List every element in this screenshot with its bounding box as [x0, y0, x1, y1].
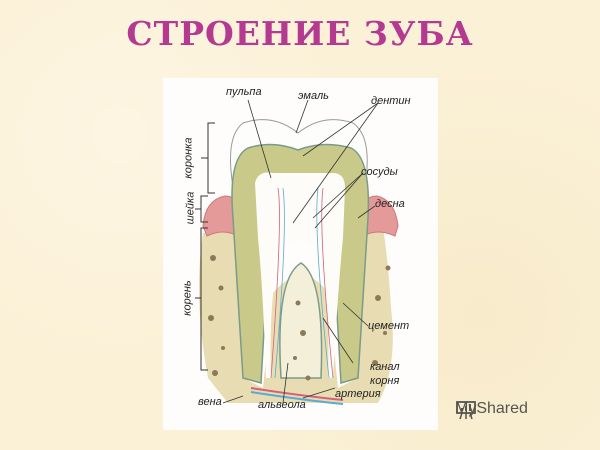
label-vein: вена [198, 396, 222, 408]
label-cement: цемент [368, 320, 410, 332]
label-pulp: пульпа [226, 86, 262, 98]
section-crown: коронка [182, 137, 195, 179]
label-vessels: сосуды [361, 166, 398, 178]
page-title: СТРОЕНИЕ ЗУБА [126, 14, 474, 53]
label-root-canal-2: корня [370, 375, 400, 387]
section-root: корень [181, 280, 194, 316]
label-alveolus: альвеола [258, 399, 306, 411]
presentation-board-icon [456, 401, 476, 420]
section-neck: шейка [184, 191, 197, 225]
tooth-illustration [195, 99, 399, 405]
label-gum: десна [375, 198, 405, 210]
tooth-diagram: пульпа эмаль дентин сосуды десна цемент … [163, 78, 438, 430]
label-dentin: дентин [371, 95, 411, 107]
watermark-logo: MyShared [455, 400, 528, 420]
label-enamel: эмаль [298, 90, 329, 102]
label-root-canal-1: канал [370, 361, 400, 373]
label-artery: артерия [335, 388, 381, 400]
